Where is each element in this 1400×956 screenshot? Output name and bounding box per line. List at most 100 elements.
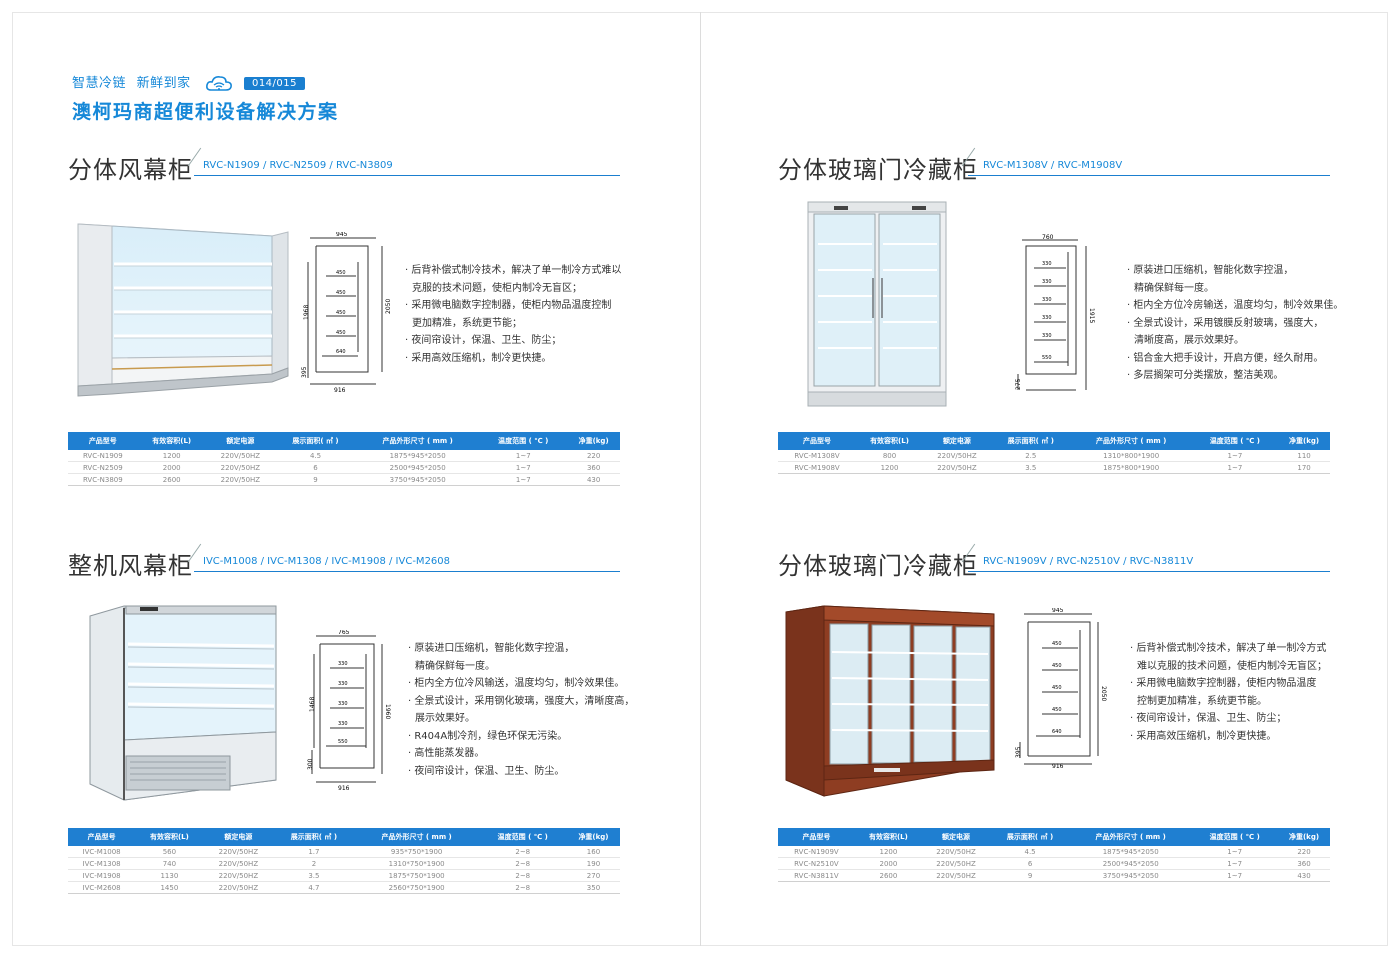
table-cell: 220V/50HZ: [921, 846, 991, 858]
col-header: 净重(kg): [1278, 828, 1330, 846]
table-cell: 3750*945*2050: [1070, 869, 1192, 882]
page-number-badge: 014/015: [243, 77, 305, 90]
table-cell: IVC-M1308: [68, 857, 136, 870]
table-cell: 6: [990, 857, 1070, 870]
table-cell: 430: [567, 473, 620, 486]
feature-list: · 后背补偿式制冷技术，解决了单一制冷方式 难以克服的技术问题，使柜内制冷无盲区…: [1130, 640, 1327, 745]
dim-shelf: 450: [336, 310, 346, 316]
section-models: RVC-N1909V / RVC-N2510V / RVC-N3811V: [983, 556, 1194, 567]
col-header: 展示面积( ㎡ ): [990, 432, 1071, 450]
feature-item: · 柜内全方位冷房输送，温度均匀，制冷效果佳。: [1127, 300, 1344, 311]
table-cell: 220V/50HZ: [922, 461, 991, 474]
col-header: 展示面积( ㎡ ): [990, 828, 1070, 846]
col-header: 净重(kg): [566, 828, 620, 846]
feature-item: · R404A制冷剂，绿色环保无污染。: [408, 730, 568, 742]
dim-shelf: 330: [338, 681, 348, 687]
center-fold: [700, 12, 701, 946]
section-rule: [968, 571, 1330, 572]
dim-depth: 550: [338, 739, 348, 745]
table-cell: 9: [274, 473, 357, 486]
feature-item: · 铝合金大把手设计，开启方便，经久耐用。: [1127, 352, 1324, 364]
table-cell: IVC-M2608: [68, 881, 136, 894]
section-rule: [194, 571, 620, 572]
feature-item: · 高性能蒸发器。: [408, 748, 485, 759]
table-cell: 220V/50HZ: [203, 881, 274, 894]
brand-tagline: 智慧冷链 新鲜到家 014/015: [72, 72, 339, 93]
feature-list: · 原装进口压缩机，智能化数字控温， 精确保鲜每一度。 · 柜内全方位冷房输送，…: [1127, 262, 1343, 385]
table-cell: 9: [990, 869, 1070, 882]
section-models: RVC-M1308V / RVC-M1908V: [983, 160, 1123, 171]
feature-item: 克服的技术问题，使柜内制冷无盲区；: [412, 282, 582, 294]
table-cell: 1875*750*1900: [354, 869, 479, 882]
feature-item: 难以克服的技术问题，使柜内制冷无盲区；: [1137, 660, 1327, 672]
feature-item: · 全景式设计，采用钢化玻璃，强度大，清晰度高，: [408, 695, 635, 707]
table-cell: 3.5: [273, 869, 355, 882]
section-split-glass-door-1: 分体玻璃门冷藏柜 RVC-M1308V / RVC-M1908V 76: [778, 147, 1343, 496]
table-cell: 360: [1278, 857, 1330, 870]
table-cell: 1130: [135, 869, 204, 882]
table-cell: 6: [274, 461, 357, 474]
col-header: 产品外形尺寸 ( mm ): [356, 432, 480, 450]
table-cell: 2~8: [478, 881, 567, 894]
section-title: 分体玻璃门冷藏柜: [778, 552, 978, 580]
product-image-integral-cabinet: [89, 605, 277, 801]
col-header: 净重(kg): [1278, 432, 1330, 450]
table-cell: 220V/50HZ: [205, 450, 275, 462]
table-cell: 220V/50HZ: [205, 473, 275, 486]
table-cell: 935*750*1900: [354, 846, 479, 858]
col-header: 产品型号: [68, 432, 138, 450]
table-cell: 1~7: [1191, 461, 1279, 474]
dim-shelf: 450: [336, 290, 346, 296]
col-header: 额定电源: [921, 828, 991, 846]
feature-item: 展示效果好。: [415, 713, 475, 724]
spec-table: 产品型号 有效容积(L) 额定电源 展示面积( ㎡ ) 产品外形尺寸 ( mm …: [778, 828, 1330, 882]
brand-header: 智慧冷链 新鲜到家 014/015 澳柯玛商超便利设备解决方案: [72, 72, 339, 124]
dim-shelf: 330: [1042, 315, 1052, 321]
section-rule: [968, 175, 1330, 176]
col-header: 额定电源: [922, 432, 991, 450]
table-cell: 560: [135, 846, 204, 858]
dim-width-top: 765: [338, 630, 350, 636]
table-cell: RVC-N2510V: [778, 857, 855, 870]
dim-shelf: 450: [1052, 685, 1062, 691]
col-header: 温度范围 ( ℃ ): [479, 432, 568, 450]
table-cell: 2~8: [478, 857, 567, 870]
table-cell: 1~7: [479, 450, 568, 462]
table-cell: 1~7: [479, 473, 568, 486]
table-cell: 4.7: [273, 881, 355, 894]
table-cell: 220V/50HZ: [922, 450, 991, 462]
section-title: 分体玻璃门冷藏柜: [778, 156, 978, 184]
feature-list: · 后背补偿式制冷技术，解决了单一制冷方式难以 克服的技术问题，使柜内制冷无盲区…: [405, 262, 621, 367]
feature-item: · 夜间帘设计，保温、卫生、防尘。: [408, 765, 565, 777]
dim-shelf: 330: [1042, 333, 1052, 339]
table-cell: 1200: [137, 450, 206, 462]
col-header: 额定电源: [203, 828, 274, 846]
dim-shelf: 450: [1052, 641, 1062, 647]
feature-item: 控制更加精准，系统更节能。: [1137, 695, 1267, 707]
feature-item: 更加精准，系统更节能；: [412, 317, 522, 329]
dim-shelf: 450: [1052, 707, 1062, 713]
table-cell: 2.5: [990, 450, 1071, 462]
table-cell: 3.5: [990, 461, 1071, 474]
dim-shelf: 450: [1052, 663, 1062, 669]
dim-width-bottom: 916: [1052, 763, 1064, 768]
col-header: 产品型号: [778, 432, 857, 450]
spec-table: 产品型号 有效容积(L) 额定电源 展示面积( ㎡ ) 产品外形尺寸 ( mm …: [778, 432, 1330, 474]
dim-width-bottom: 916: [334, 387, 346, 392]
feature-item: · 后背补偿式制冷技术，解决了单一制冷方式难以: [405, 265, 622, 276]
dim-shelf: 330: [338, 701, 348, 707]
table-cell: IVC-M1908: [68, 869, 136, 882]
dim-base: 395: [1015, 746, 1022, 758]
cloud-wifi-icon: [206, 75, 233, 91]
dim-height-total: 2050: [385, 299, 392, 314]
dim-depth: 640: [336, 349, 346, 355]
table-cell: 4.5: [990, 846, 1070, 858]
table-cell: 1875*945*2050: [1070, 846, 1192, 858]
table-cell: RVC-M1308V: [778, 450, 857, 462]
section-split-air-curtain: 分体风幕柜 RVC-N1909 / RVC-N2509 / RVC-N3809: [68, 147, 621, 496]
table-cell: 2600: [854, 869, 922, 882]
